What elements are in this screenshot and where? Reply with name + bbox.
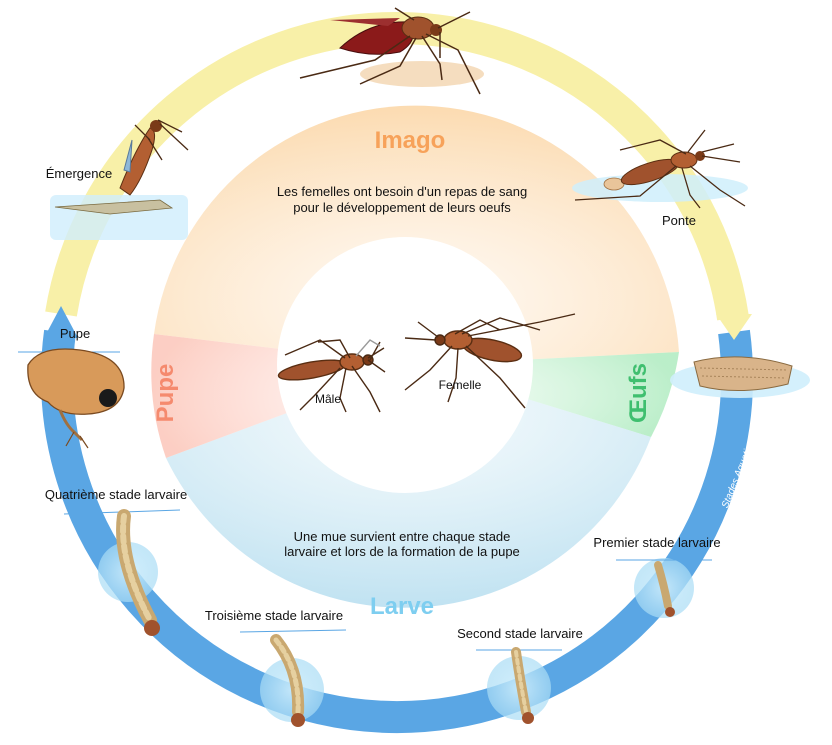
stage-title-oeufs: Œufs xyxy=(625,363,652,423)
larve-note-line2: larvaire et lors de la formation de la p… xyxy=(284,544,520,559)
second-instar-label: Second stade larvaire xyxy=(457,626,583,641)
emerging-mosquito-icon xyxy=(50,119,189,240)
emergence-label: Émergence xyxy=(46,166,112,181)
larva-third-instar-icon xyxy=(239,629,347,727)
larva-first-instar-icon xyxy=(616,558,712,618)
imago-note-line2: pour le développement de leurs oeufs xyxy=(293,200,511,215)
pupa-icon xyxy=(18,348,125,449)
egg-laying-mosquito-icon xyxy=(572,129,748,209)
ponte-label: Ponte xyxy=(662,213,696,228)
aquatic-arrow-head xyxy=(44,306,78,338)
female-mosquito-icon xyxy=(404,313,576,409)
egg-raft-icon xyxy=(670,356,810,398)
fourth-instar-label: Quatrième stade larvaire xyxy=(45,487,187,502)
stage-title-larve: Larve xyxy=(370,593,434,620)
third-instar-label: Troisième stade larvaire xyxy=(205,608,343,623)
male-mosquito-icon xyxy=(277,339,386,413)
female-label: Femelle xyxy=(439,378,482,392)
aquatic-ring-arc xyxy=(41,329,753,734)
imago-note-line1: Les femelles ont besoin d'un repas de sa… xyxy=(277,184,527,199)
pupa-label: Pupe xyxy=(60,326,90,341)
stage-title-pupe: Pupe xyxy=(152,364,179,423)
blood-feeding-mosquito-icon xyxy=(299,7,484,95)
larva-fourth-instar-icon xyxy=(63,509,181,636)
larva-second-instar-icon xyxy=(476,647,562,724)
stage-title-imago: Imago xyxy=(375,127,446,154)
center-disc xyxy=(277,237,533,493)
terrestrial-arrow-head xyxy=(716,314,752,340)
male-label: Mâle xyxy=(315,392,341,406)
larve-note-line1: Une mue survient entre chaque stade xyxy=(294,529,511,544)
first-instar-label: Premier stade larvaire xyxy=(593,535,720,550)
imago-sector xyxy=(154,105,679,365)
